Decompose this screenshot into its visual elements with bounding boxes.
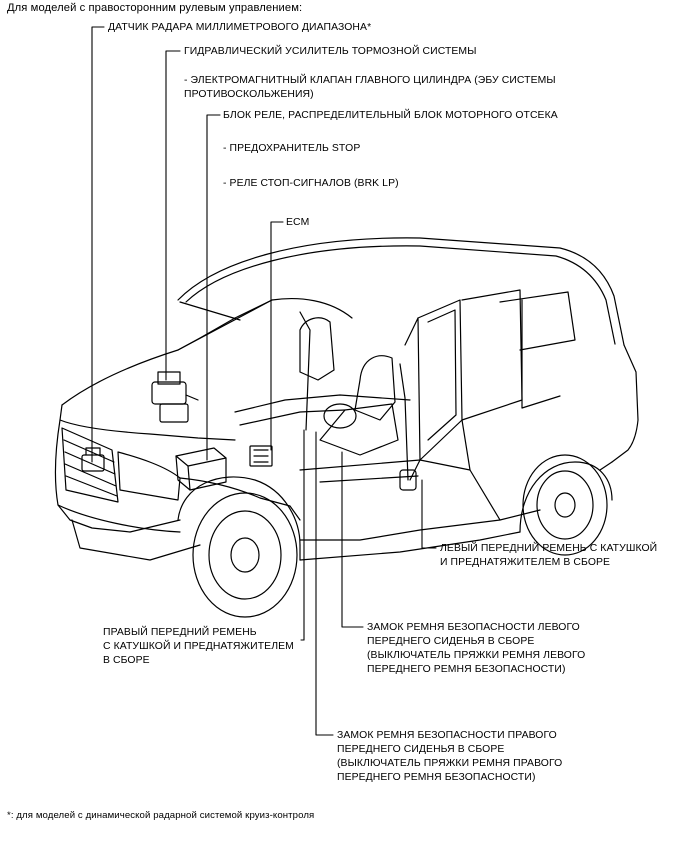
label-master-cyl-valve-2: ПРОТИВОСКОЛЬЖЕНИЯ) <box>184 89 314 100</box>
label-left-belt-2: И ПРЕДНАТЯЖИТЕЛЕМ В СБОРЕ <box>440 557 611 568</box>
component-relay-block <box>175 447 227 491</box>
component-radar-sensor <box>81 447 105 472</box>
diagram-header: Для моделей с правосторонним рулевым упр… <box>7 2 303 14</box>
label-ecm: ECM <box>286 217 310 228</box>
label-left-buckle-3: (ВЫКЛЮЧАТЕЛЬ ПРЯЖКИ РЕМНЯ ЛЕВОГО <box>367 650 586 661</box>
label-stop-relay: - РЕЛЕ СТОП-СИГНАЛОВ (BRK LP) <box>223 178 399 189</box>
footnote: *: для моделей с динамической радарной с… <box>7 810 315 821</box>
component-ecm <box>249 445 273 467</box>
label-left-buckle-2: ПЕРЕДНЕГО СИДЕНЬЯ В СБОРЕ <box>367 636 535 647</box>
label-right-buckle-4: ПЕРЕДНЕГО РЕМНЯ БЕЗОПАСНОСТИ) <box>337 772 536 783</box>
label-stop-fuse: - ПРЕДОХРАНИТЕЛЬ STOP <box>223 143 361 154</box>
label-radar-sensor: ДАТЧИК РАДАРА МИЛЛИМЕТРОВОГО ДИАПАЗОНА* <box>108 22 372 33</box>
leader-lines <box>91 26 437 736</box>
component-left-belt-retractor <box>399 469 417 491</box>
label-right-buckle-3: (ВЫКЛЮЧАТЕЛЬ ПРЯЖКИ РЕМНЯ ПРАВОГО <box>337 758 563 769</box>
vehicle-body-outline <box>54 237 639 618</box>
label-left-buckle-1: ЗАМОК РЕМНЯ БЕЗОПАСНОСТИ ЛЕВОГО <box>367 622 580 633</box>
label-relay-block: БЛОК РЕЛЕ, РАСПРЕДЕЛИТЕЛЬНЫЙ БЛОК МОТОРН… <box>223 110 558 121</box>
label-right-belt-2: С КАТУШКОЙ И ПРЕДНАТЯЖИТЕЛЕМ <box>103 641 294 652</box>
component-brake-booster <box>151 371 199 423</box>
label-right-belt-3: В СБОРЕ <box>103 655 150 666</box>
label-right-buckle-1: ЗАМОК РЕМНЯ БЕЗОПАСНОСТИ ПРАВОГО <box>337 730 557 741</box>
label-right-belt-1: ПРАВЫЙ ПЕРЕДНИЙ РЕМЕНЬ <box>103 627 257 638</box>
label-right-buckle-2: ПЕРЕДНЕГО СИДЕНЬЯ В СБОРЕ <box>337 744 505 755</box>
label-left-belt-1: ЛЕВЫЙ ПЕРЕДНИЙ РЕМЕНЬ С КАТУШКОЙ <box>440 543 658 554</box>
label-master-cyl-valve-1: - ЭЛЕКТРОМАГНИТНЫЙ КЛАПАН ГЛАВНОГО ЦИЛИН… <box>184 75 556 86</box>
label-brake-booster: ГИДРАВЛИЧЕСКИЙ УСИЛИТЕЛЬ ТОРМОЗНОЙ СИСТЕ… <box>184 46 477 57</box>
label-left-buckle-4: ПЕРЕДНЕГО РЕМНЯ БЕЗОПАСНОСТИ) <box>367 664 566 675</box>
